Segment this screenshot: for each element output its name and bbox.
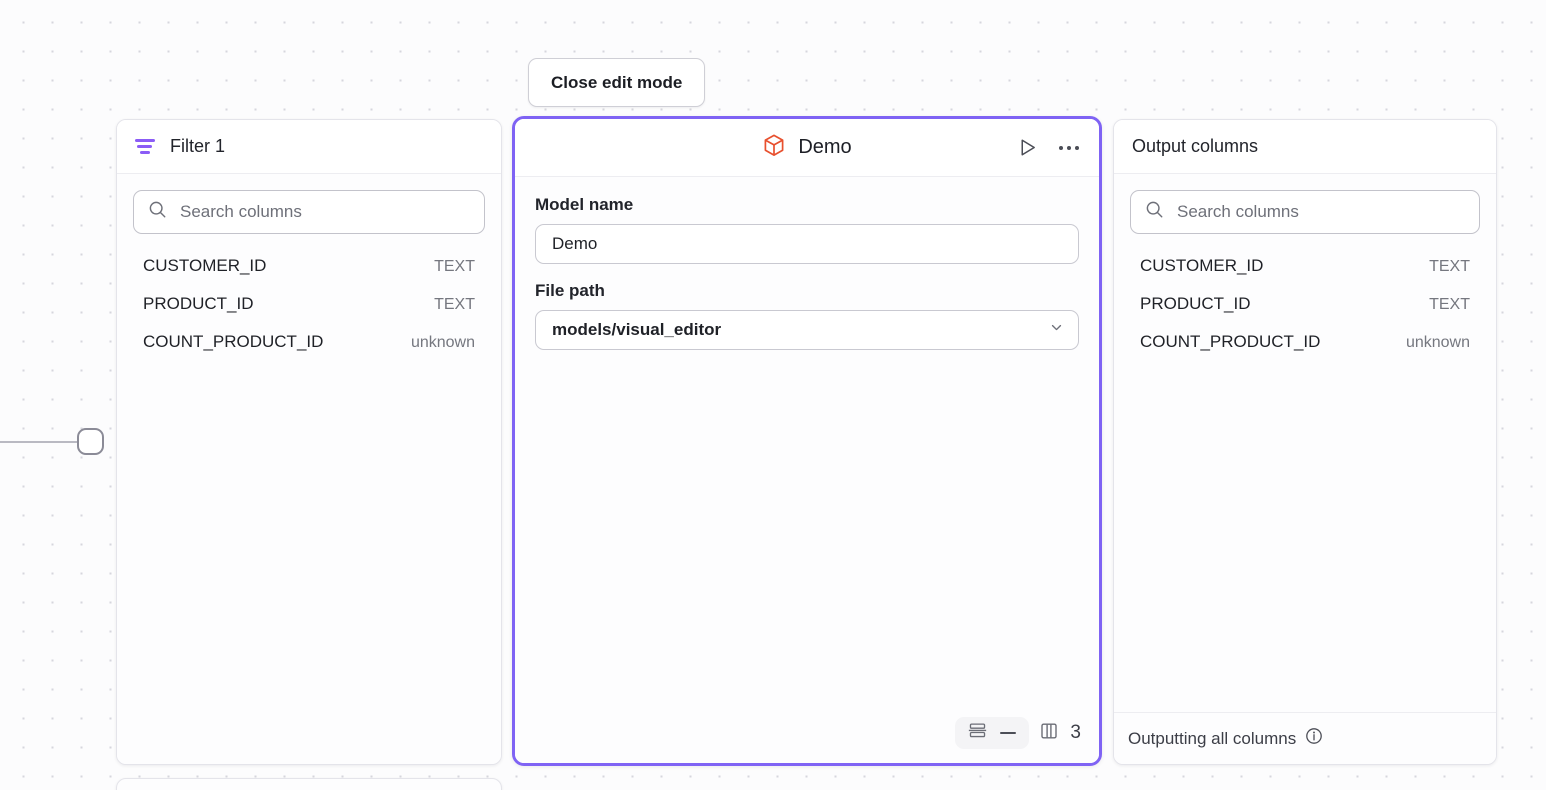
filter-panel-title: Filter 1	[170, 136, 226, 156]
table-row[interactable]: COUNT_PRODUCT_ID unknown	[133, 332, 485, 370]
column-name: CUSTOMER_ID	[1140, 256, 1264, 275]
filter-search-box[interactable]	[133, 190, 485, 234]
model-name-label: Model name	[535, 195, 634, 214]
column-type: TEXT	[434, 296, 475, 313]
model-title-group: Demo	[762, 133, 852, 163]
filter-panel-header: Filter 1	[117, 120, 501, 174]
filter-icon	[135, 136, 157, 158]
model-panel-title: Demo	[798, 136, 852, 158]
table-row[interactable]: PRODUCT_ID TEXT	[133, 294, 485, 332]
file-path-label: File path	[535, 281, 605, 300]
output-panel-title: Output columns	[1132, 136, 1259, 156]
row-count-chip[interactable]	[955, 717, 1030, 749]
row-count-value	[1000, 731, 1017, 735]
column-name: CUSTOMER_ID	[143, 256, 267, 275]
outputting-status-text: Outputting all columns	[1128, 728, 1297, 748]
model-panel: Demo Model name File path models/visual_…	[512, 116, 1102, 766]
column-name: PRODUCT_ID	[143, 294, 254, 313]
play-icon[interactable]	[1013, 134, 1041, 162]
model-name-input[interactable]	[535, 224, 1079, 264]
next-panel-peek[interactable]	[116, 778, 502, 790]
output-panel-header: Output columns	[1114, 120, 1496, 174]
table-row[interactable]: CUSTOMER_ID TEXT	[133, 256, 485, 294]
ellipsis-icon[interactable]	[1055, 134, 1083, 162]
rows-icon	[968, 721, 987, 745]
filter-search-input[interactable]	[180, 202, 470, 222]
file-path-select[interactable]: models/visual_editor	[535, 310, 1079, 350]
output-column-list: CUSTOMER_ID TEXT PRODUCT_ID TEXT COUNT_P…	[1130, 256, 1480, 370]
model-panel-body: Model name File path models/visual_edito…	[515, 177, 1099, 763]
output-search-input[interactable]	[1177, 202, 1465, 222]
filter-column-list: CUSTOMER_ID TEXT PRODUCT_ID TEXT COUNT_P…	[133, 256, 485, 370]
column-type: TEXT	[434, 258, 475, 275]
column-name: PRODUCT_ID	[1140, 294, 1251, 313]
columns-icon	[1039, 721, 1059, 746]
table-row[interactable]: COUNT_PRODUCT_ID unknown	[1130, 332, 1480, 370]
model-stats-footer: 3	[955, 717, 1083, 749]
output-panel-footer: Outputting all columns	[1114, 712, 1496, 764]
model-panel-header: Demo	[515, 119, 1099, 177]
info-icon[interactable]	[1305, 727, 1323, 750]
output-search-box[interactable]	[1130, 190, 1480, 234]
column-type: TEXT	[1429, 296, 1470, 313]
filter-panel-body: CUSTOMER_ID TEXT PRODUCT_ID TEXT COUNT_P…	[117, 174, 501, 764]
table-row[interactable]: CUSTOMER_ID TEXT	[1130, 256, 1480, 294]
close-edit-mode-button[interactable]: Close edit mode	[528, 58, 706, 107]
connector-handle[interactable]	[77, 428, 104, 455]
column-count-group[interactable]: 3	[1039, 721, 1083, 746]
output-columns-panel: Output columns CUSTOMER_ID TEXT PRODUCT_…	[1113, 119, 1497, 765]
table-row[interactable]: PRODUCT_ID TEXT	[1130, 294, 1480, 332]
search-icon	[1145, 200, 1164, 224]
filter-panel: Filter 1 CUSTOMER_ID TEXT PRODUCT_ID TEX…	[116, 119, 502, 765]
canvas-edge	[0, 428, 104, 456]
column-count-value: 3	[1070, 722, 1081, 743]
column-type: unknown	[1405, 334, 1470, 351]
column-name: COUNT_PRODUCT_ID	[143, 332, 324, 351]
output-panel-body: CUSTOMER_ID TEXT PRODUCT_ID TEXT COUNT_P…	[1114, 174, 1496, 712]
chevron-down-icon	[1049, 320, 1064, 340]
search-icon	[148, 200, 167, 224]
column-name: COUNT_PRODUCT_ID	[1140, 332, 1321, 351]
file-path-value: models/visual_editor	[552, 320, 722, 339]
connector-line	[0, 441, 80, 443]
cube-icon	[762, 133, 786, 163]
model-header-actions	[1013, 119, 1083, 176]
column-type: TEXT	[1429, 258, 1470, 275]
column-type: unknown	[410, 334, 475, 351]
